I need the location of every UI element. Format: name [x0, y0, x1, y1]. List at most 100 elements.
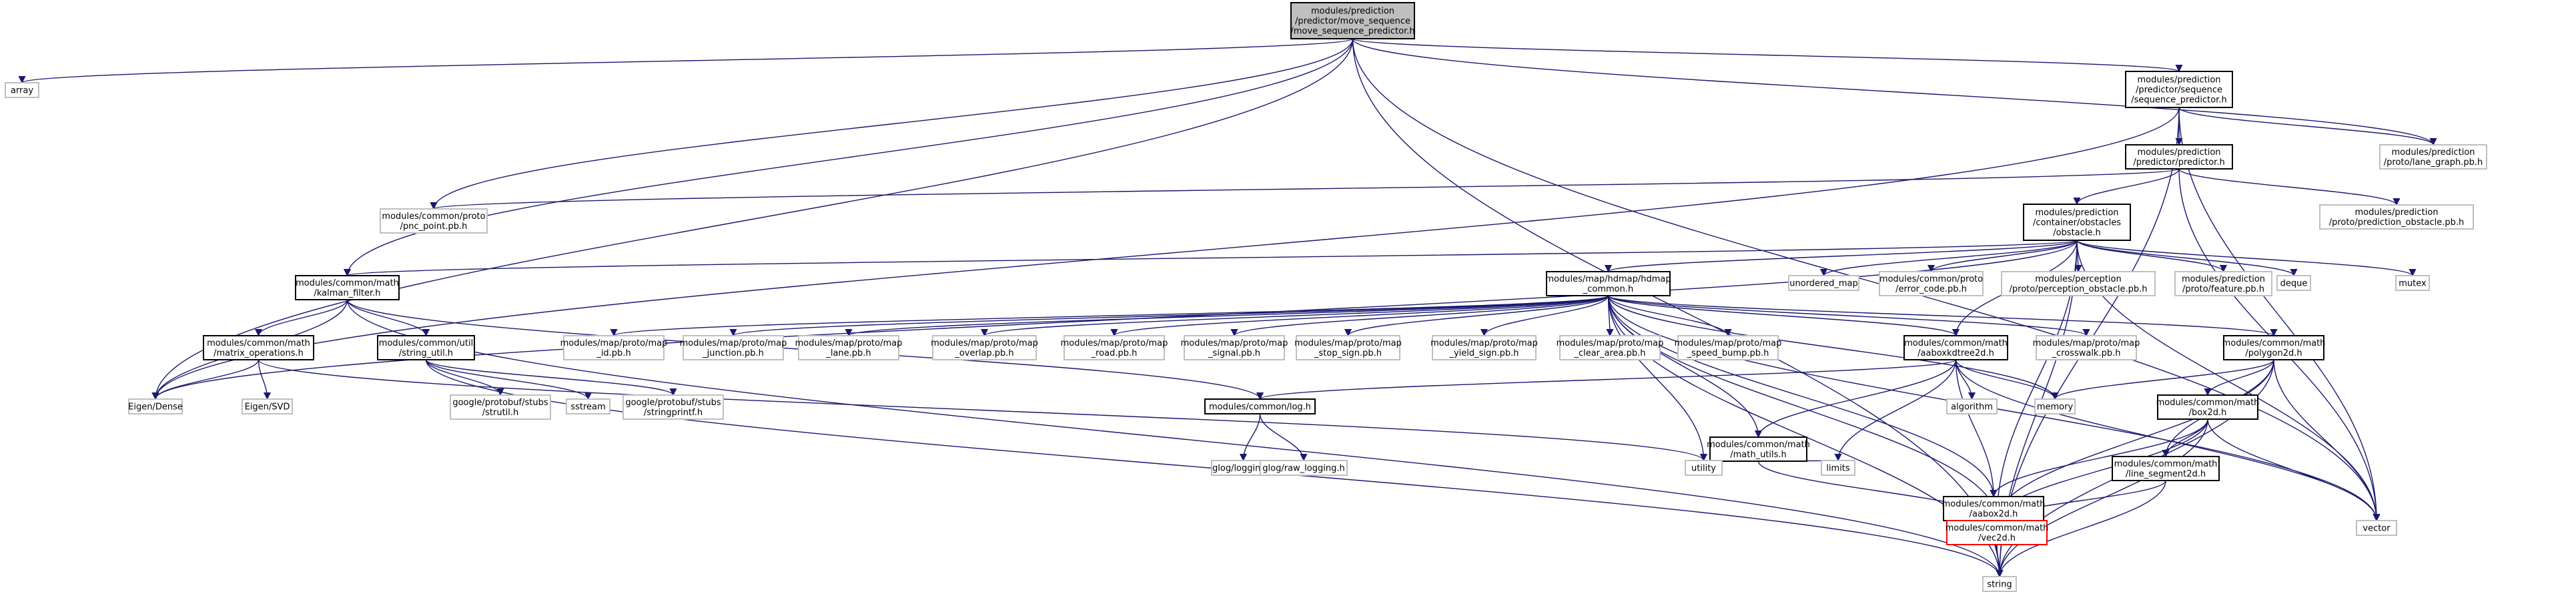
edge-aaboxkd-to-limits: [1834, 359, 1957, 462]
node-label-limits-0: limits: [1826, 464, 1850, 474]
edge-aaboxkd-to-mathutils: [1754, 359, 1957, 438]
edge-hdmap-to-mapstop: [1344, 295, 1609, 337]
node-eigensvd: Eigen/SVD: [242, 398, 293, 414]
node-label-predictor-0: modules/prediction: [2137, 147, 2220, 158]
node-mapclear: modules/map/proto/map_clear_area.pb.h: [1557, 335, 1663, 360]
node-label-mapstop-0: modules/map/proto/map: [1294, 338, 1402, 348]
edge-lineseg-to-string: [1996, 480, 2166, 578]
node-box-pncpoint: [380, 208, 488, 234]
node-box-strutil: [450, 394, 551, 420]
node-matrixops[interactable]: modules/common/math/matrix_operations.h: [203, 335, 314, 360]
edge-matrixops-to-eigendense: [151, 359, 260, 400]
edge-root-to-seqpred: [1352, 38, 2182, 73]
node-stringutil[interactable]: modules/common/util/string_util.h: [377, 335, 475, 360]
node-label-polygon-0: modules/common/math: [2222, 338, 2326, 348]
node-label-aabox-0: modules/common/math: [1942, 499, 2046, 509]
node-predobs: modules/prediction/proto/prediction_obst…: [2319, 204, 2474, 230]
node-eigendense: Eigen/Dense: [128, 398, 183, 414]
node-box2d[interactable]: modules/common/math/box2d.h: [2156, 394, 2260, 420]
node-label-errorcode-0: modules/common/proto: [1879, 274, 1983, 284]
edge-vec2d-to-string: [1996, 544, 2004, 578]
node-box-sstream: [566, 398, 610, 414]
edge-polygon-to-memory: [2051, 359, 2274, 400]
edge-hdmap-to-maplane: [845, 295, 1609, 337]
node-label-predobs-1: /proto/prediction_obstacle.pb.h: [2329, 218, 2465, 228]
node-label-kalman-0: modules/common/math: [296, 278, 399, 288]
node-lineseg[interactable]: modules/common/math/line_segment2d.h: [2112, 456, 2220, 481]
node-box-algorithm: [1946, 398, 1998, 414]
edge-hdmap-to-mapid: [610, 295, 1609, 337]
node-maplane: modules/map/proto/map_lane.pb.h: [795, 335, 903, 360]
node-label-deque-0: deque: [2280, 279, 2308, 289]
edge-stringutil-to-sstream: [425, 359, 592, 400]
node-label-box2d-1: /box2d.h: [2189, 408, 2227, 418]
edge-root-to-kalman: [344, 38, 1354, 277]
edge-polygon-to-box2d: [2204, 359, 2274, 396]
node-label-sstream-0: sstream: [570, 402, 605, 412]
node-label-matrixops-0: modules/common/math: [207, 338, 310, 348]
node-kalman[interactable]: modules/common/math/kalman_filter.h: [295, 275, 400, 300]
node-label-mapspeed-1: _speed_bump.pb.h: [1687, 348, 1769, 358]
node-box-mapclear: [1559, 335, 1661, 360]
node-mapjunction: modules/map/proto/map_junction.pb.h: [680, 335, 787, 360]
node-hdmap[interactable]: modules/map/hdmap/hdmap_common.h: [1545, 271, 1671, 296]
node-label-vector-0: vector: [2363, 524, 2391, 534]
node-label-root-2: /move_sequence_predictor.h: [1290, 27, 1414, 37]
node-box-obstacle: [2023, 204, 2131, 241]
node-obstacle[interactable]: modules/prediction/container/obstacles/o…: [2023, 204, 2131, 241]
node-label-maproad-1: _road.pb.h: [1091, 348, 1138, 358]
node-box-errorcode: [1879, 271, 1984, 296]
edge-hdmap-to-aabox: [1607, 295, 1998, 498]
edge-obstacle-to-hdmap: [1605, 240, 2078, 273]
node-mathutils[interactable]: modules/common/math/math_utils.h: [1707, 436, 1810, 462]
node-root[interactable]: modules/prediction/predictor/move_sequen…: [1290, 2, 1415, 39]
node-label-mutex-0: mutex: [2399, 279, 2427, 289]
node-string: string: [1982, 576, 2017, 592]
node-aaboxkd[interactable]: modules/common/math/aaboxkdtree2d.h: [1903, 335, 2008, 360]
node-label-mapsignal-0: modules/map/proto/map: [1181, 338, 1288, 348]
node-array: array: [5, 82, 39, 98]
node-rawlog: glog/raw_logging.h: [1260, 460, 1348, 476]
edge-predictor-to-pncpoint: [430, 168, 2180, 210]
node-errorcode: modules/common/proto/error_code.pb.h: [1879, 271, 1984, 296]
node-label-memory-0: memory: [2037, 402, 2074, 412]
node-pncpoint: modules/common/proto/pnc_point.pb.h: [380, 208, 488, 234]
node-label-strutil-1: /strutil.h: [482, 408, 519, 418]
node-label-maplane-0: modules/map/proto/map: [795, 338, 903, 348]
node-label-mapstop-1: _stop_sign.pb.h: [1314, 348, 1382, 358]
node-label-predictor-1: /predictor/predictor.h: [2133, 158, 2224, 168]
node-log[interactable]: modules/common/log.h: [1204, 398, 1316, 414]
node-vec2d[interactable]: modules/common/math/vec2d.h: [1946, 520, 2049, 545]
node-box-root: [1290, 2, 1415, 39]
node-box-kalman: [295, 275, 400, 300]
node-seqpred[interactable]: modules/prediction/predictor/sequence/se…: [2125, 71, 2233, 108]
node-label-percobs-1: /proto/perception_obstacle.pb.h: [2010, 284, 2148, 294]
node-label-array-0: array: [11, 86, 33, 96]
node-box-feature: [2174, 271, 2272, 296]
node-aabox[interactable]: modules/common/math/aabox2d.h: [1942, 496, 2046, 521]
node-maproad: modules/map/proto/map_road.pb.h: [1061, 335, 1168, 360]
node-label-log-0: modules/common/log.h: [1209, 402, 1311, 412]
node-label-obstacle-2: /obstacle.h: [2053, 228, 2101, 238]
node-predictor[interactable]: modules/prediction/predictor/predictor.h: [2125, 144, 2233, 170]
edge-hdmap-to-mapcross: [1607, 295, 2090, 337]
node-label-maplane-1: _lane.pb.h: [825, 348, 871, 358]
edge-box2d-to-vector: [2207, 418, 2381, 522]
node-polygon[interactable]: modules/common/math/polygon2d.h: [2222, 335, 2326, 360]
node-percobs: modules/perception/proto/perception_obst…: [2001, 271, 2156, 296]
node-label-mapcross-1: _crosswalk.pb.h: [2052, 348, 2121, 358]
node-label-mapspeed-0: modules/map/proto/map: [1675, 338, 1782, 348]
node-label-stringprintf-0: google/protobuf/stubs: [625, 398, 721, 408]
node-box-hdmap: [1546, 271, 1671, 296]
node-label-seqpred-1: /predictor/sequence: [2136, 85, 2222, 95]
node-label-lanegraph-1: /proto/lane_graph.pb.h: [2384, 158, 2483, 168]
node-box-array: [5, 82, 39, 98]
node-label-feature-1: /proto/feature.pb.h: [2182, 284, 2264, 294]
node-label-stringutil-0: modules/common/util: [379, 338, 473, 348]
edge-hdmap-to-memory: [1607, 295, 2059, 400]
node-box-utility: [1685, 460, 1723, 476]
edge-stringutil-to-stringprintf: [425, 359, 677, 396]
node-box-polygon: [2223, 335, 2324, 360]
node-stringprintf: google/protobuf/stubs/stringprintf.h: [622, 394, 724, 420]
node-box-vector: [2356, 520, 2397, 536]
